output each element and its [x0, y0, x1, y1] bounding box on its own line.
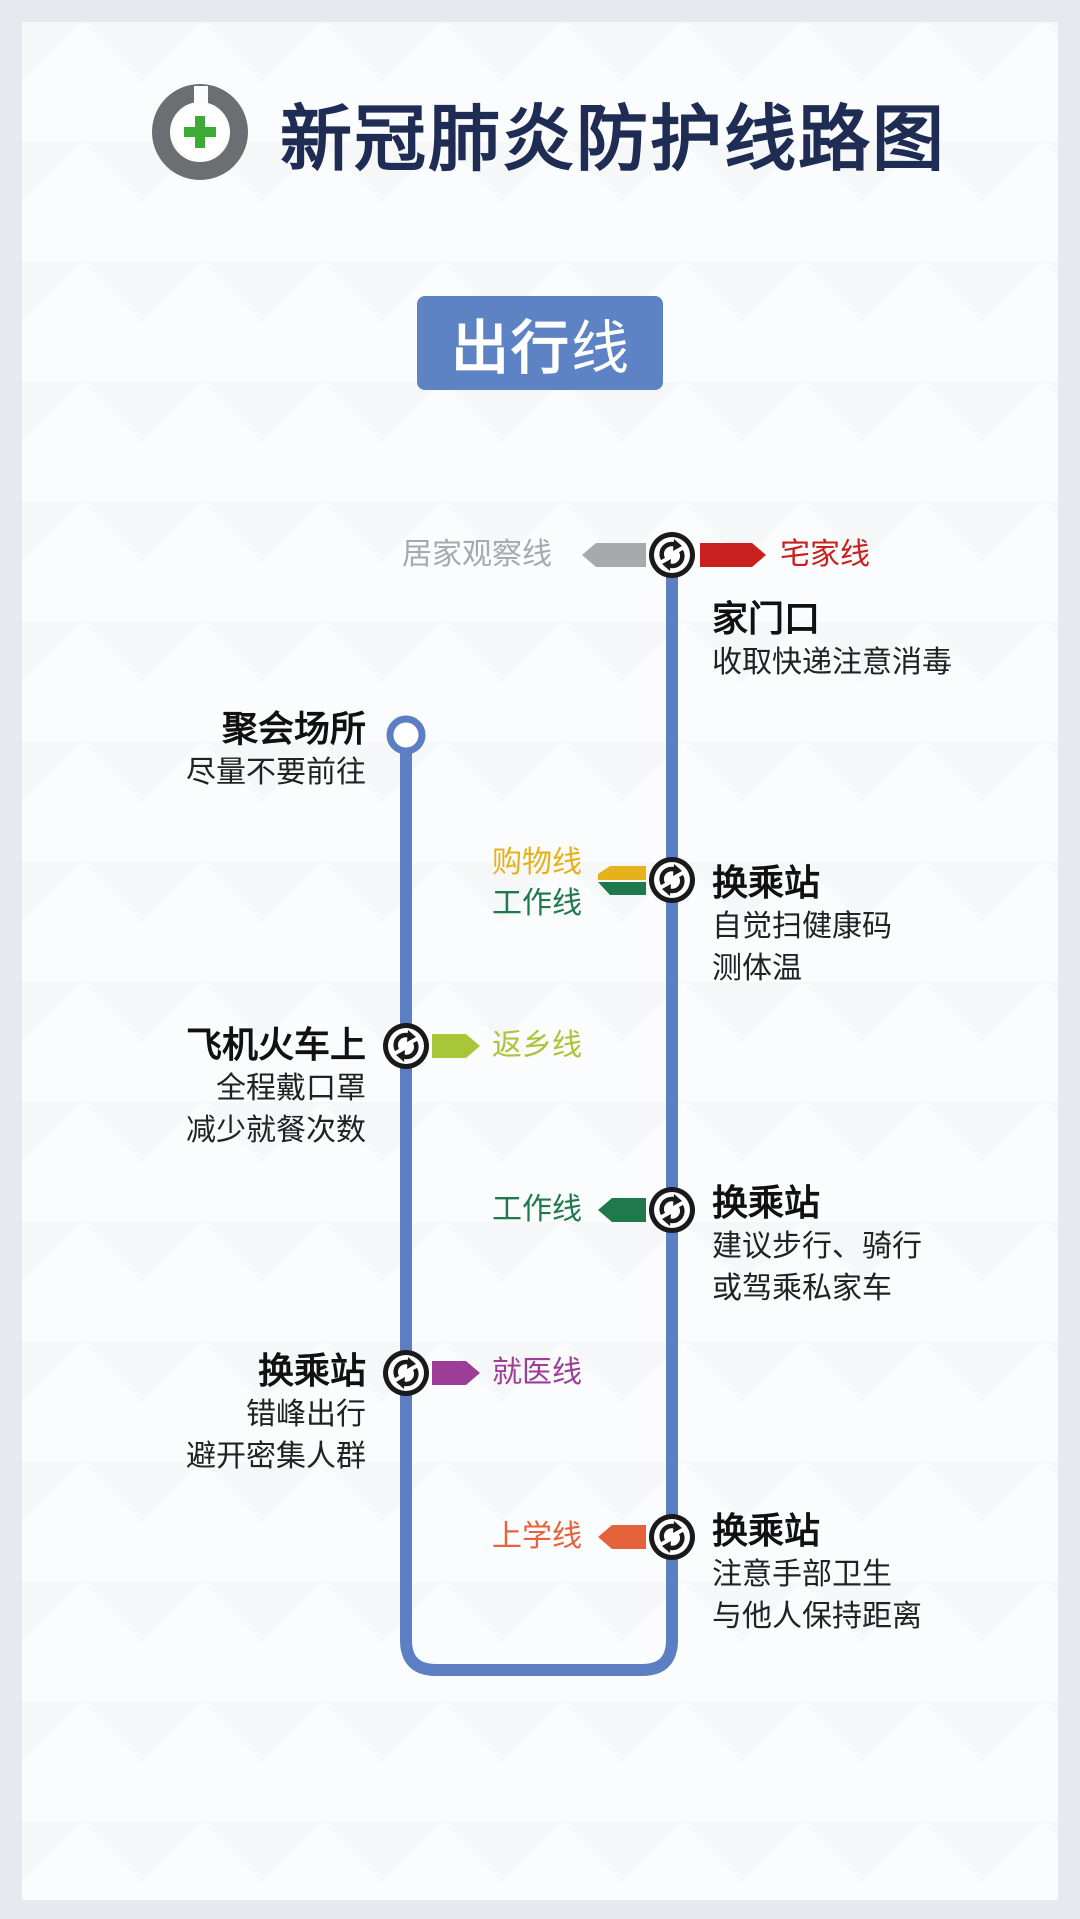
branch-label-school: 上学线 — [492, 1519, 582, 1554]
branch-label-stay-home: 宅家线 — [780, 537, 870, 572]
badge-label-light: 线 — [571, 314, 630, 382]
transfer-station-icon-1 — [649, 857, 695, 903]
station-transfer-4: 换乘站 注意手部卫生 与他人保持距离 — [712, 1510, 922, 1638]
line-name-badge: 出行线 — [417, 296, 663, 390]
transfer-station-icon-top — [649, 532, 695, 578]
badge-label-bold: 出行 — [450, 314, 571, 382]
station-desc: 错峰出行 — [246, 1397, 366, 1432]
station-title: 飞机火车上 — [185, 1025, 366, 1066]
transfer-station-icon-plane — [383, 1023, 429, 1069]
station-title: 换乘站 — [712, 1183, 821, 1224]
station-title: 家门口 — [712, 599, 821, 640]
station-desc: 与他人保持距离 — [712, 1599, 922, 1634]
branch-label-home-observation: 居家观察线 — [402, 537, 552, 572]
gray-branch-arrow — [582, 543, 646, 567]
page-title-part2: 防护线路图 — [576, 96, 947, 181]
branch-label-medical: 就医线 — [492, 1355, 582, 1390]
station-desc: 避开密集人群 — [186, 1439, 366, 1474]
page-header: 新冠肺炎防护线路图 — [150, 82, 946, 182]
red-branch-arrow — [700, 543, 766, 567]
station-desc: 减少就餐次数 — [186, 1113, 366, 1148]
transfer-station-icon-4 — [649, 1514, 695, 1560]
station-desc: 全程戴口罩 — [216, 1071, 366, 1106]
branch-label-hometown: 返乡线 — [492, 1028, 582, 1063]
station-title: 聚会场所 — [221, 709, 366, 750]
station-transfer-1: 换乘站 自觉扫健康码 测体温 — [712, 862, 892, 990]
station-gathering: 聚会场所 尽量不要前往 — [186, 708, 366, 794]
terminal-station-icon — [386, 715, 426, 755]
station-desc: 或驾乘私家车 — [712, 1271, 892, 1306]
station-title: 换乘站 — [712, 1511, 821, 1552]
station-transfer-2: 换乘站 建议步行、骑行 或驾乘私家车 — [712, 1182, 922, 1310]
branch-label-work-2: 工作线 — [492, 1192, 582, 1227]
station-title: 换乘站 — [257, 1351, 366, 1392]
purple-branch-arrow — [432, 1361, 480, 1385]
station-desc: 注意手部卫生 — [712, 1557, 892, 1592]
station-doorway: 家门口 收取快递注意消毒 — [712, 598, 952, 684]
green-branch-arrow-2 — [598, 1198, 646, 1222]
yellow-branch-arrow — [598, 866, 646, 880]
station-desc: 收取快递注意消毒 — [712, 645, 952, 680]
station-desc: 建议步行、骑行 — [712, 1229, 922, 1264]
transfer-station-icon-2 — [649, 1187, 695, 1233]
lime-branch-arrow — [432, 1034, 480, 1058]
page-title-part1: 新冠肺炎 — [280, 96, 577, 181]
green-branch-arrow-1 — [598, 882, 646, 895]
station-plane-train: 飞机火车上 全程戴口罩 减少就餐次数 — [186, 1024, 366, 1152]
plus-in-ring-icon — [152, 84, 248, 180]
transfer-station-icon-3 — [383, 1350, 429, 1396]
station-desc: 尽量不要前往 — [186, 755, 366, 790]
orange-branch-arrow — [598, 1525, 646, 1549]
route-line — [400, 546, 678, 1676]
station-transfer-3: 换乘站 错峰出行 避开密集人群 — [186, 1350, 366, 1478]
branch-label-work-1: 工作线 — [492, 886, 582, 921]
station-title: 换乘站 — [712, 863, 821, 904]
station-desc: 自觉扫健康码 — [712, 909, 892, 944]
station-desc: 测体温 — [712, 951, 802, 986]
branch-label-shopping: 购物线 — [492, 845, 582, 880]
